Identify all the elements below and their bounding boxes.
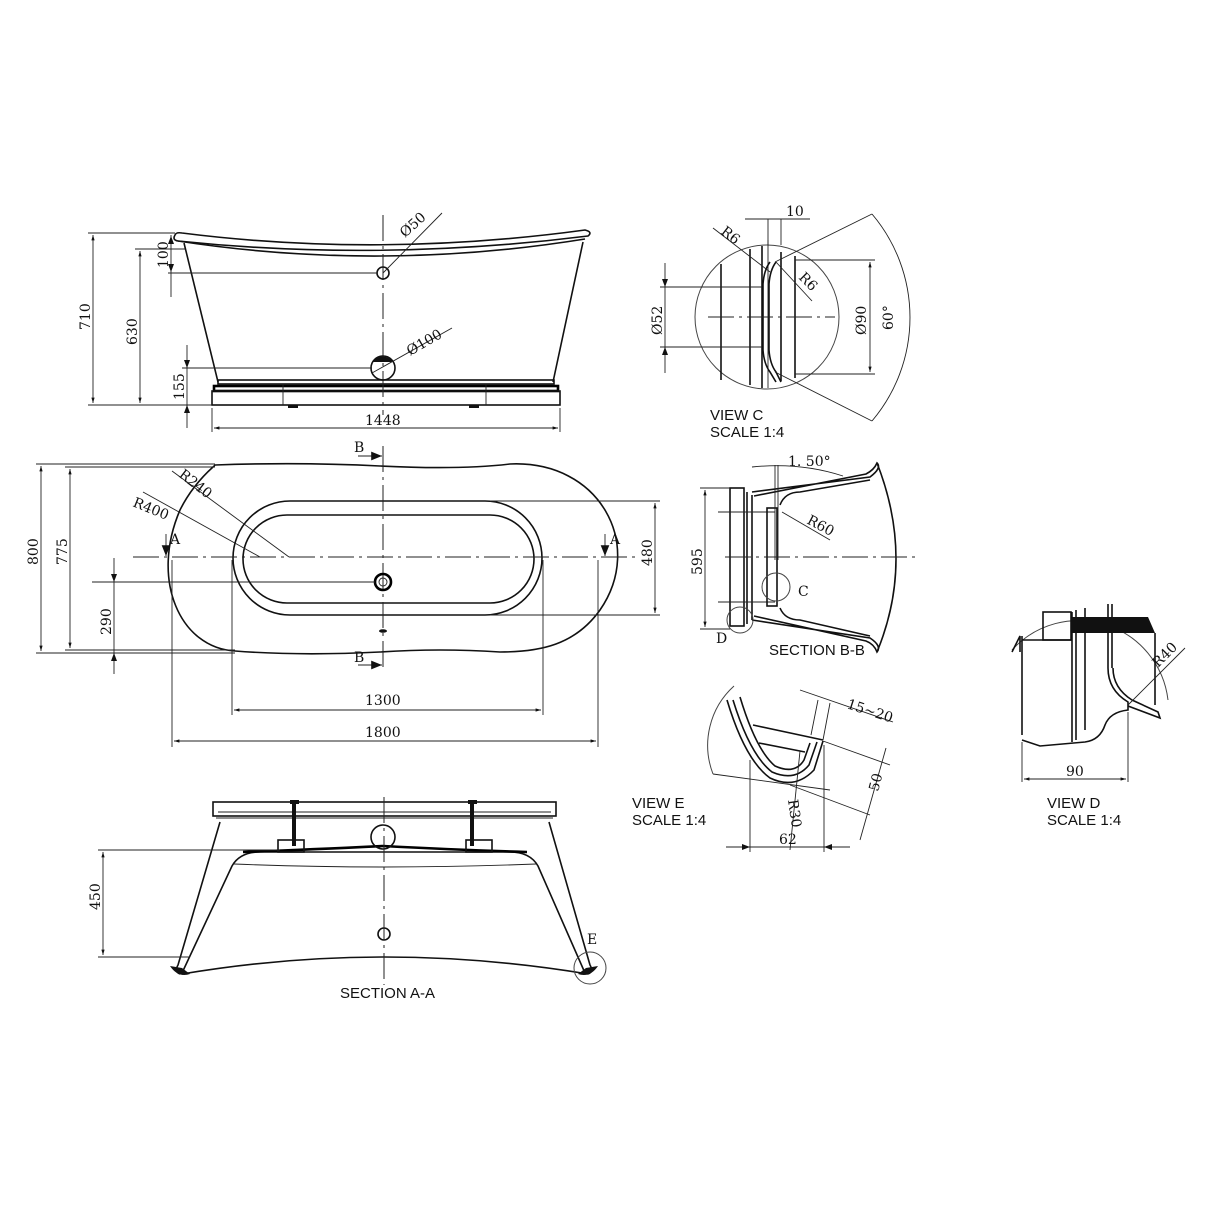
dim-rim-height: 630 bbox=[125, 318, 141, 345]
dim-basin-width: 480 bbox=[640, 539, 656, 566]
view-c-dia-outer: Ø90 bbox=[854, 306, 870, 335]
view-e-radius: R30 bbox=[784, 798, 804, 828]
detail-marker-c: C bbox=[798, 584, 809, 600]
section-bb: 1. 50° R60 C D 595 SECTION B-B bbox=[690, 454, 915, 659]
plan-view: R400 R240 A A B B 800 775 290 480 bbox=[26, 440, 660, 747]
view-e-title: VIEW E bbox=[632, 795, 685, 812]
view-e-width: 62 bbox=[779, 832, 797, 848]
radius-outer-label: R400 bbox=[131, 495, 172, 524]
section-marker-b-top: B bbox=[354, 440, 364, 456]
view-e-thickness: 15~20 bbox=[845, 697, 895, 727]
section-aa-title: SECTION A-A bbox=[340, 985, 435, 1002]
view-c: 10 R6 R6 Ø52 Ø90 60° VIEW C SCALE 1:4 bbox=[650, 204, 911, 441]
section-bb-radius: R60 bbox=[804, 512, 837, 539]
view-c-title: VIEW C bbox=[710, 407, 764, 424]
section-bb-height: 595 bbox=[690, 548, 706, 575]
view-e-scale: SCALE 1:4 bbox=[632, 812, 706, 829]
detail-marker-e: E bbox=[587, 932, 597, 948]
section-bb-title: SECTION B-B bbox=[769, 642, 865, 659]
view-d-scale: SCALE 1:4 bbox=[1047, 812, 1121, 829]
view-c-angle: 60° bbox=[881, 305, 897, 330]
dim-overall-height: 710 bbox=[78, 303, 94, 330]
section-marker-a-left: A bbox=[169, 532, 181, 548]
view-c-radius-1: R6 bbox=[718, 224, 743, 249]
view-c-radius-2: R6 bbox=[795, 270, 820, 295]
view-d-title: VIEW D bbox=[1047, 795, 1101, 812]
view-d-width: 90 bbox=[1066, 764, 1084, 780]
view-d: R40 90 VIEW D SCALE 1:4 bbox=[1011, 604, 1186, 829]
dim-overflow-offset: 100 bbox=[156, 241, 172, 268]
section-marker-b-bottom: B bbox=[354, 650, 364, 666]
section-marker-a-right: A bbox=[609, 532, 621, 548]
view-e-height: 50 bbox=[866, 772, 886, 793]
dim-depth: 450 bbox=[88, 883, 104, 910]
dim-waste-offset: 290 bbox=[99, 608, 115, 635]
section-bb-angle: 1. 50° bbox=[788, 454, 831, 470]
side-view: Ø50 Ø100 710 630 100 155 1448 bbox=[78, 209, 591, 432]
waste-dia-label: Ø100 bbox=[404, 327, 445, 360]
view-c-scale: SCALE 1:4 bbox=[710, 424, 784, 441]
dim-overall-length: 1800 bbox=[365, 725, 401, 741]
view-c-dim-width: 10 bbox=[786, 204, 804, 220]
view-e: R30 15~20 50 62 VIEW E SCALE 1:4 bbox=[632, 685, 895, 852]
dim-basin-length: 1300 bbox=[365, 693, 401, 709]
overflow-dia-label: Ø50 bbox=[397, 209, 429, 240]
section-aa: E 450 SECTION A-A bbox=[88, 797, 607, 1002]
dim-base-length: 1448 bbox=[365, 413, 401, 429]
view-c-dia-inner: Ø52 bbox=[650, 306, 666, 335]
dim-inner-width: 775 bbox=[55, 538, 71, 565]
detail-marker-d: D bbox=[716, 631, 727, 647]
dim-width: 800 bbox=[26, 538, 42, 565]
dim-waste-height: 155 bbox=[172, 373, 188, 400]
